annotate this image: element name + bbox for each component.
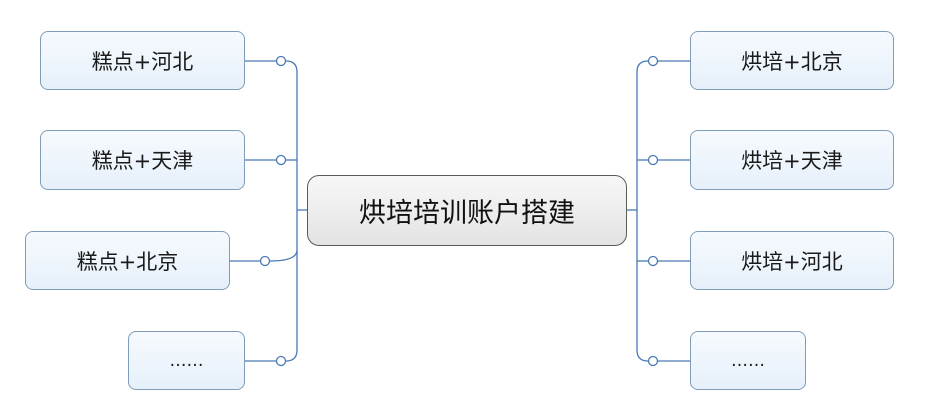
left-branch-1[interactable]: 糕点+河北 bbox=[40, 31, 245, 90]
left-branch-2[interactable]: 糕点+天津 bbox=[40, 130, 245, 190]
left-elbow-3 bbox=[269, 249, 298, 262]
right-branch-2[interactable]: 烘培+天津 bbox=[690, 130, 894, 190]
right-elbow-1 bbox=[636, 60, 649, 73]
right-connector-dot-2 bbox=[647, 154, 659, 166]
left-connector-dot-4 bbox=[275, 355, 287, 367]
right-elbow-4 bbox=[636, 349, 649, 362]
left-branch-3[interactable]: 糕点+北京 bbox=[25, 231, 230, 290]
right-branch-3[interactable]: 烘培+河北 bbox=[690, 231, 894, 290]
left-connector-dot-2 bbox=[275, 154, 287, 166]
left-elbow-1 bbox=[285, 60, 298, 73]
right-branch-4[interactable]: …… bbox=[690, 331, 806, 390]
right-connector-dot-3 bbox=[647, 255, 659, 267]
root-topic[interactable]: 烘培培训账户搭建 bbox=[307, 175, 627, 246]
left-connector-dot-1 bbox=[275, 55, 287, 67]
left-elbow-4 bbox=[285, 349, 298, 362]
right-connector-dot-4 bbox=[647, 355, 659, 367]
right-branch-1[interactable]: 烘培+北京 bbox=[690, 31, 894, 90]
left-branch-4[interactable]: …… bbox=[128, 331, 245, 390]
left-connector-dot-3 bbox=[259, 255, 271, 267]
right-connector-dot-1 bbox=[647, 55, 659, 67]
